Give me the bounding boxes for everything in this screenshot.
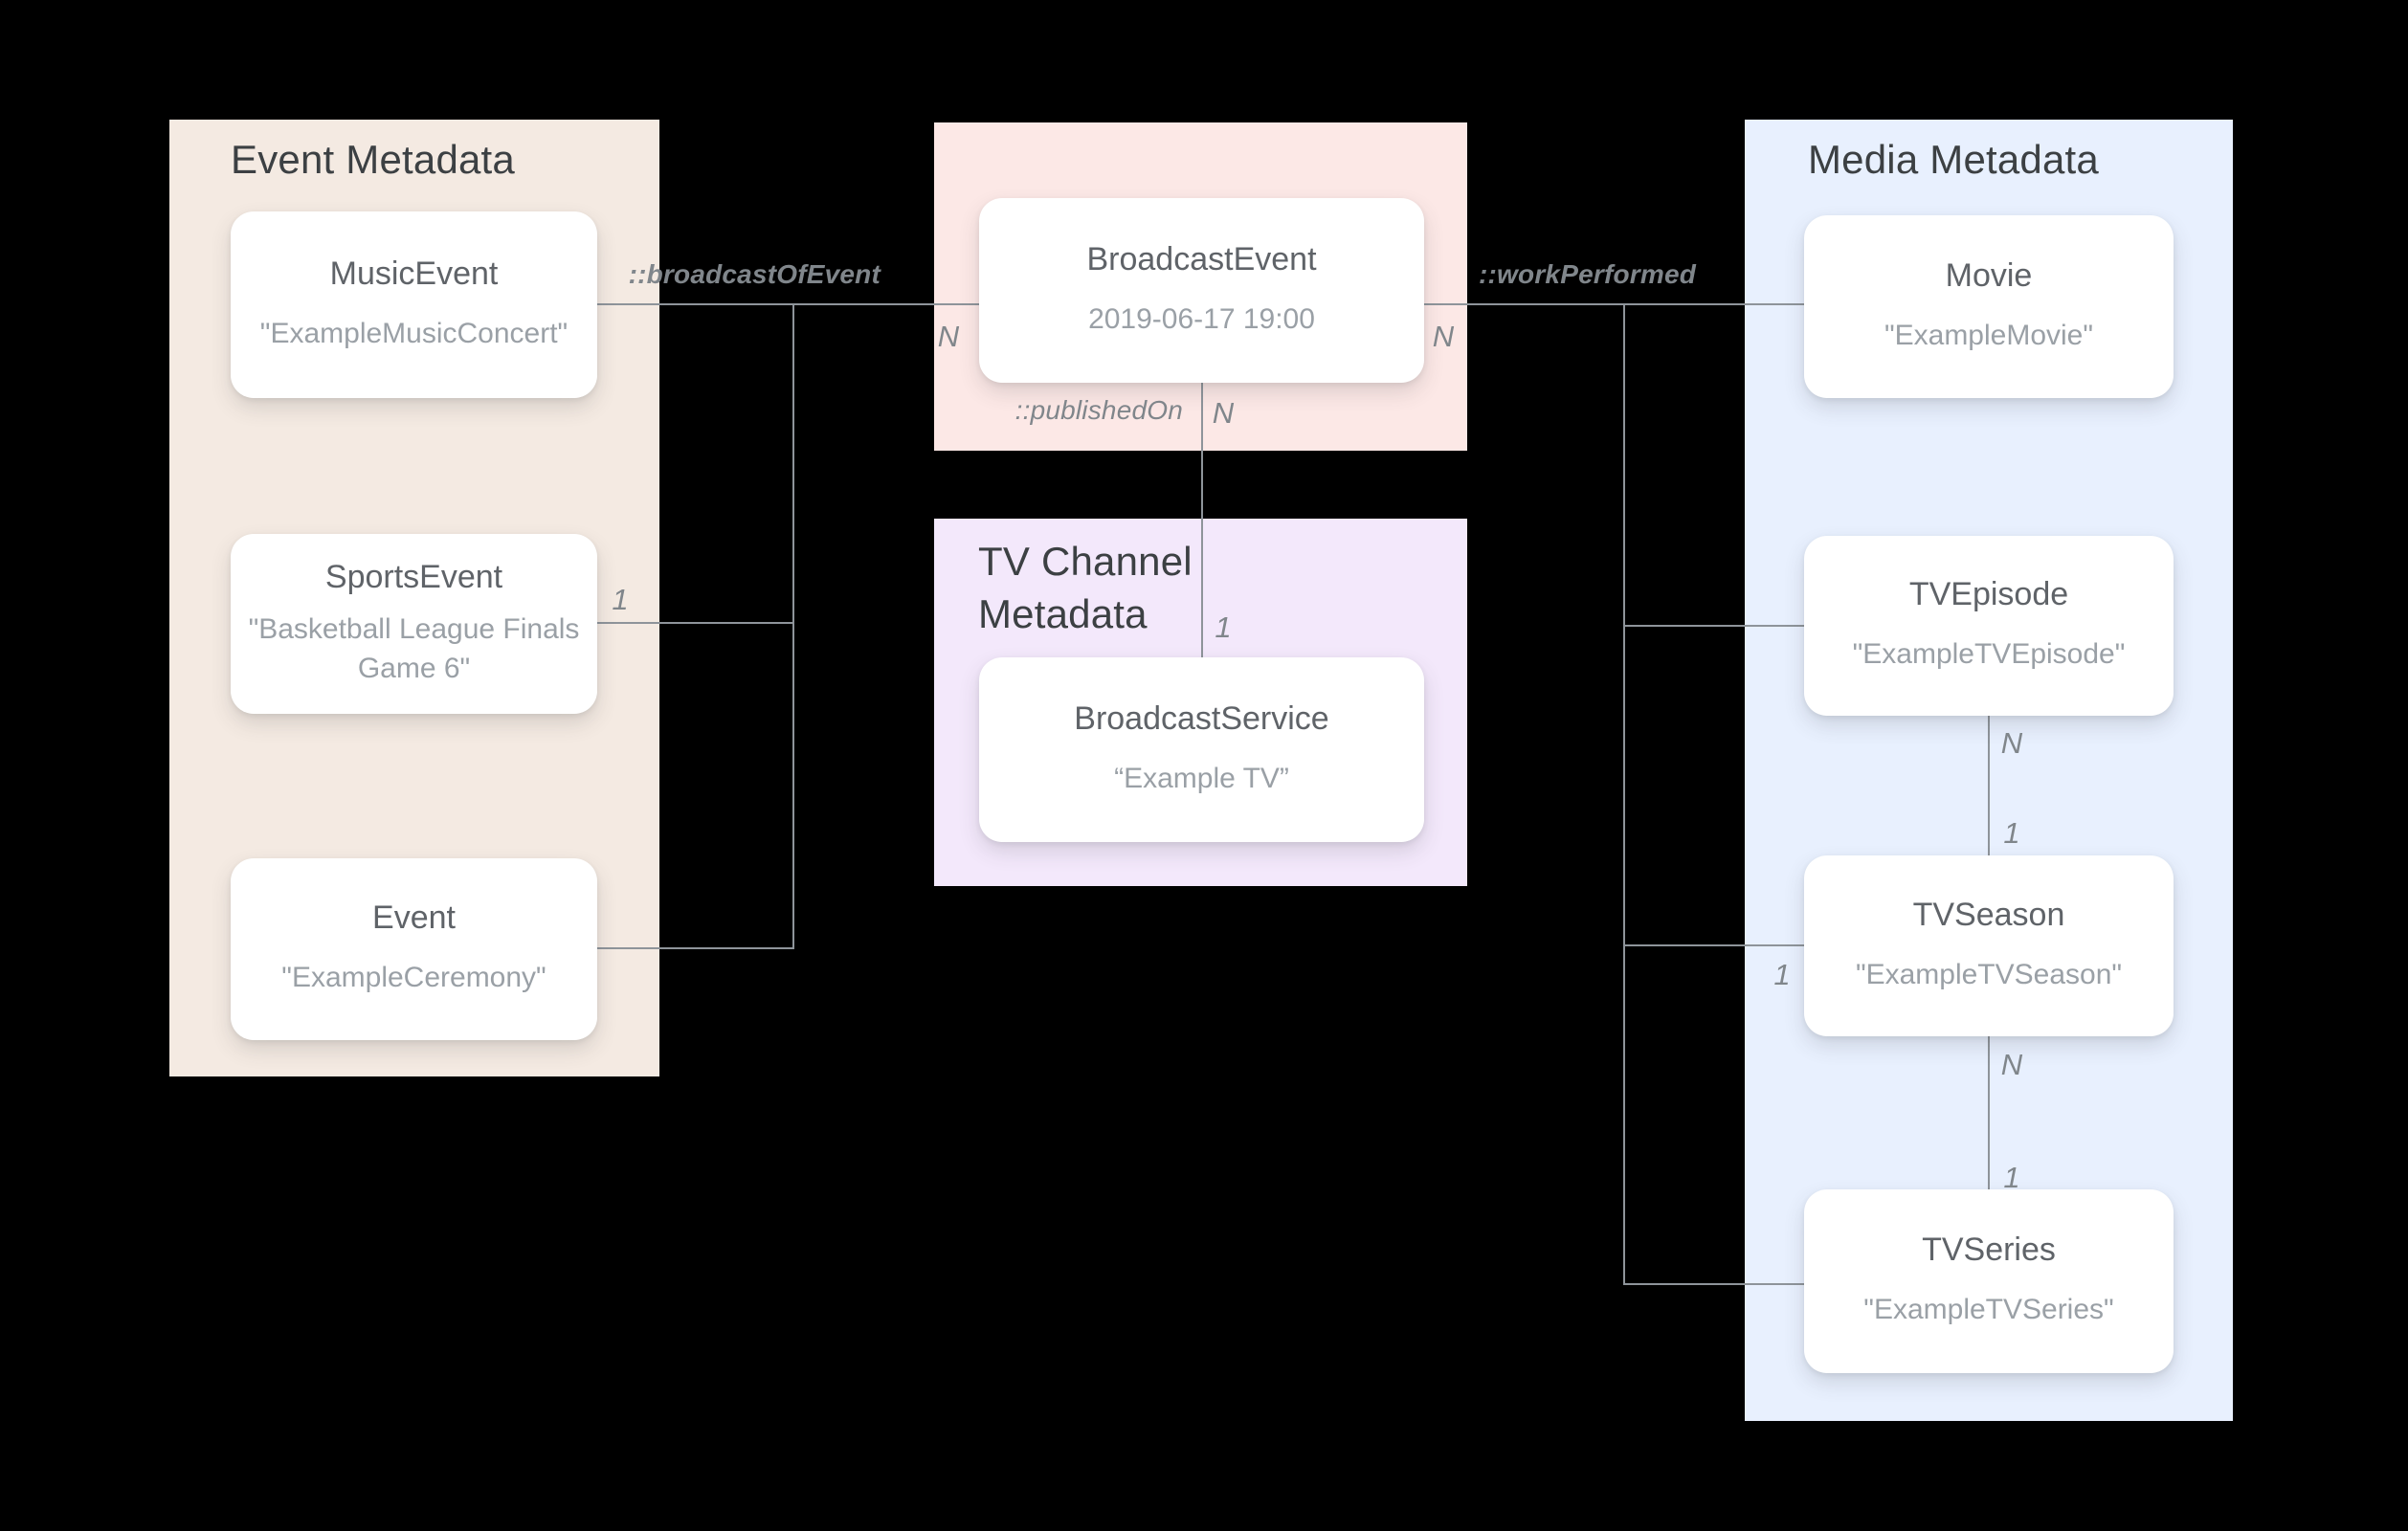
node-tvseries-value: "ExampleTVSeries" — [1863, 1294, 2114, 1326]
cardinality-one-sports: 1 — [612, 583, 629, 616]
node-sportsevent: SportsEvent "Basketball League Finals Ga… — [231, 534, 597, 714]
cardinality-one-season-branch: 1 — [1773, 958, 1791, 991]
cardinality-one-season-series: 1 — [2003, 1161, 2020, 1194]
node-broadcastservice: BroadcastService “Example TV” — [979, 657, 1424, 842]
node-musicevent-title: MusicEvent — [329, 255, 499, 292]
node-event-title: Event — [372, 899, 456, 937]
edge-tvepisode-branch — [1623, 625, 1804, 627]
node-tvepisode-value: "ExampleTVEpisode" — [1852, 638, 2126, 671]
cardinality-n-broadcast-right: N — [1432, 320, 1455, 353]
relation-label-broadcastofevent: ::broadcastOfEvent — [628, 259, 881, 289]
node-event: Event "ExampleCeremony" — [231, 858, 597, 1040]
cardinality-n-published: N — [1212, 396, 1235, 430]
node-broadcastevent: BroadcastEvent 2019-06-17 19:00 — [979, 198, 1424, 383]
node-tvepisode: TVEpisode "ExampleTVEpisode" — [1804, 536, 2174, 716]
node-tvepisode-title: TVEpisode — [1908, 576, 2069, 613]
relation-label-workperformed: ::workPerformed — [1479, 259, 1697, 289]
tv-channel-metadata-title: TV Channel Metadata — [978, 539, 1193, 636]
relation-label-publishedon: ::publishedOn — [1014, 395, 1183, 425]
node-broadcastservice-title: BroadcastService — [1074, 699, 1329, 737]
edge-event-branch — [596, 947, 793, 949]
node-movie-value: "ExampleMovie" — [1884, 319, 2094, 351]
edge-sportsevent-branch — [596, 622, 793, 624]
edge-tvseries-branch — [1623, 1283, 1804, 1285]
node-musicevent-value: "ExampleMusicConcert" — [259, 317, 569, 349]
edge-publishedon-vertical — [1201, 383, 1203, 657]
node-broadcastevent-title: BroadcastEvent — [1086, 240, 1317, 277]
cardinality-n-season-series: N — [2000, 1048, 2023, 1081]
cardinality-n-episode-season: N — [2000, 726, 2023, 760]
node-broadcastevent-value: 2019-06-17 19:00 — [1088, 302, 1315, 335]
event-metadata-title: Event Metadata — [231, 137, 515, 182]
edge-tvseason-branch — [1623, 944, 1804, 946]
node-event-value: "ExampleCeremony" — [281, 962, 546, 994]
node-sportsevent-value: "Basketball League Finals Game 6" — [248, 613, 580, 684]
node-sportsevent-title: SportsEvent — [324, 558, 503, 595]
node-movie: Movie "ExampleMovie" — [1804, 215, 2174, 398]
node-tvseason-title: TVSeason — [1912, 896, 2065, 933]
edge-left-junction-vertical — [792, 303, 794, 949]
node-musicevent: MusicEvent "ExampleMusicConcert" — [231, 211, 597, 398]
edge-season-series-vertical — [1988, 1036, 1990, 1189]
edge-episode-season-vertical — [1988, 716, 1990, 855]
node-movie-title: Movie — [1945, 256, 2033, 294]
edge-right-junction-vertical — [1623, 303, 1625, 1285]
cardinality-one-episode-season: 1 — [2003, 816, 2020, 850]
node-broadcastservice-value: “Example TV” — [1114, 762, 1289, 794]
node-tvseason: TVSeason "ExampleTVSeason" — [1804, 855, 2174, 1036]
cardinality-n-broadcast-left: N — [937, 320, 960, 353]
node-tvseries-title: TVSeries — [1922, 1231, 2056, 1269]
node-tvseries: TVSeries "ExampleTVSeries" — [1804, 1189, 2174, 1373]
cardinality-one-published: 1 — [1215, 610, 1232, 644]
media-metadata-title: Media Metadata — [1808, 137, 2099, 182]
node-tvseason-value: "ExampleTVSeason" — [1855, 958, 2123, 990]
